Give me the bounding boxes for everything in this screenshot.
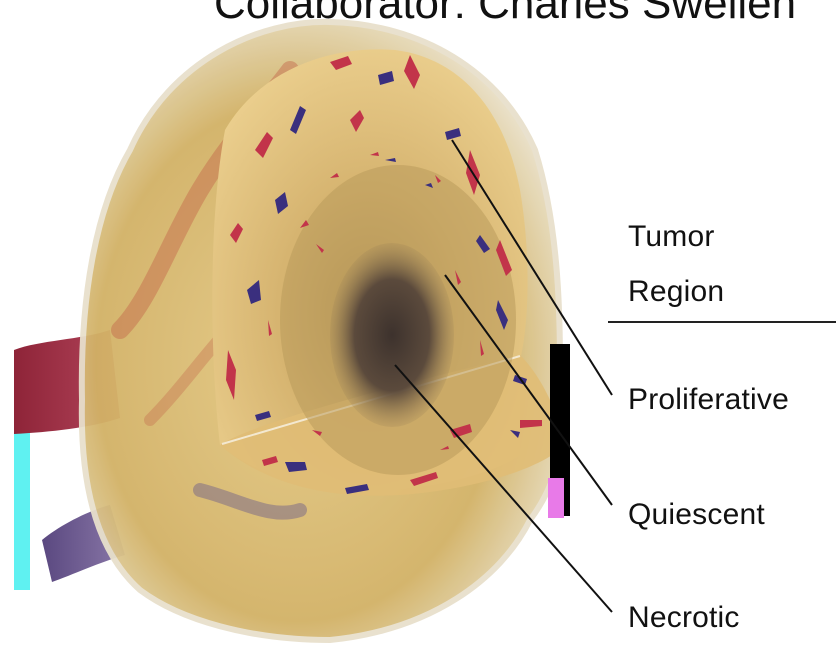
- magenta-scale-bar: [548, 478, 564, 518]
- label-quiescent: Quiescent: [628, 500, 765, 530]
- header-title: Collaborator: Charles Swellen: [214, 0, 796, 26]
- cyan-scale-bar: [14, 432, 30, 590]
- legend-heading-region: Region: [628, 277, 724, 307]
- label-proliferative: Proliferative: [628, 385, 789, 415]
- label-necrotic: Necrotic: [628, 603, 740, 633]
- necrotic-core: [330, 243, 454, 427]
- legend-heading-tumor: Tumor: [628, 222, 715, 252]
